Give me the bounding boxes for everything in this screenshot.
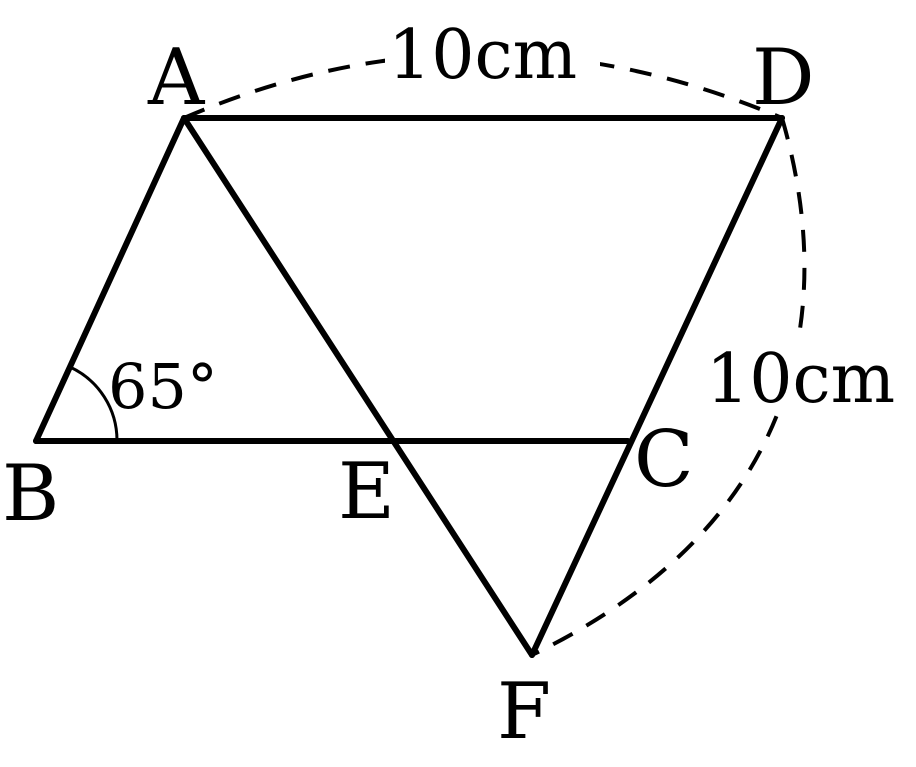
- angle-b-label: 65°: [108, 350, 218, 423]
- top-length-knockout: [385, 14, 600, 84]
- point-label-a: A: [147, 33, 206, 123]
- point-label-f: F: [497, 667, 551, 757]
- dashed-arc-df: [531, 117, 807, 657]
- segment-af: [181, 115, 535, 658]
- point-label-e: E: [338, 447, 395, 537]
- point-label-d: D: [752, 33, 815, 123]
- top-length-label: 10cm: [388, 16, 577, 95]
- angle-b-arc: [69, 365, 119, 442]
- segment-df: [529, 115, 785, 658]
- point-label-c: C: [634, 415, 694, 505]
- right-length-label: 10cm: [706, 340, 895, 419]
- point-label-b: B: [2, 449, 59, 539]
- right-length-knockout: [703, 338, 916, 410]
- segment-ab: [33, 115, 187, 444]
